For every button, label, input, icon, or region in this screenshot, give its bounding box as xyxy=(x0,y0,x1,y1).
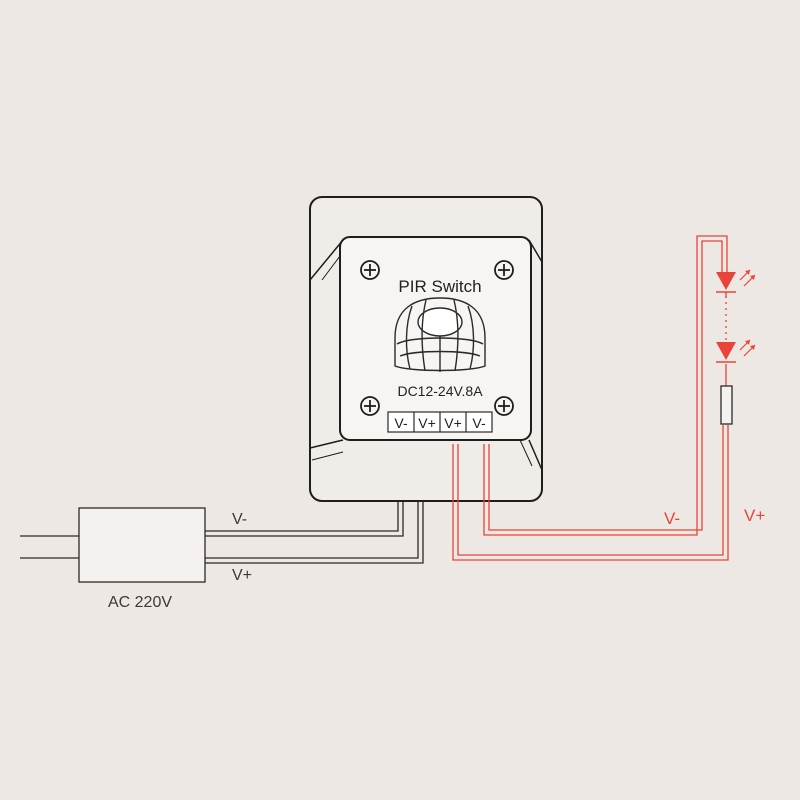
load-minus-label: V- xyxy=(664,509,680,528)
housing-edge-bl2 xyxy=(311,451,344,461)
power-supply: AC 220V V- V+ xyxy=(78,507,252,611)
load-plus-wire-inner xyxy=(457,425,724,556)
terminal-block: V- V+ V+ V- xyxy=(387,411,493,433)
load-minus-wire xyxy=(483,235,728,536)
screws xyxy=(360,260,514,416)
load-minus-wire-inner xyxy=(488,240,723,531)
housing-edge-br2 xyxy=(519,439,533,467)
ac-minus-label: V- xyxy=(232,511,247,528)
screw-bottom-left xyxy=(360,396,380,416)
load-wiring xyxy=(452,235,729,561)
pir-sensor-icon xyxy=(394,297,486,372)
load-plus-wire xyxy=(452,425,729,561)
ac-plus-label: V+ xyxy=(232,567,252,584)
screw-top-right xyxy=(494,260,514,280)
housing-edge-tl xyxy=(309,239,344,281)
terminal-1-label: V- xyxy=(394,415,408,431)
housing-edge-bl xyxy=(309,439,344,449)
load-plus-label: V+ xyxy=(744,506,765,525)
terminal-3-label: V+ xyxy=(444,415,462,431)
led-icon xyxy=(716,269,756,298)
device-rating: DC12-24V.8A xyxy=(397,383,483,399)
terminal-4-label: V- xyxy=(472,415,486,431)
resistor-icon xyxy=(720,385,733,425)
power-supply-label: AC 220V xyxy=(108,594,172,611)
screw-bottom-right xyxy=(494,396,514,416)
led-icon xyxy=(716,339,756,363)
screw-top-left xyxy=(360,260,380,280)
terminal-2-label: V+ xyxy=(418,415,436,431)
power-supply-box xyxy=(78,507,206,583)
device-title: PIR Switch xyxy=(398,277,481,296)
housing-edge-br xyxy=(528,439,543,471)
